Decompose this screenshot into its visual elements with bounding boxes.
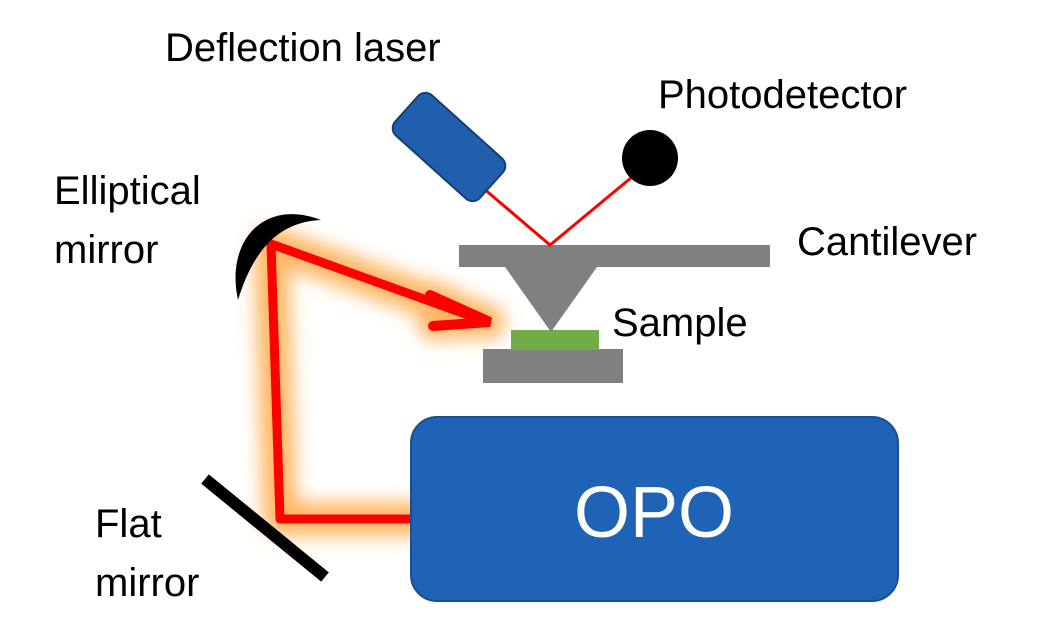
sample-label: Sample <box>612 301 748 345</box>
flat-mirror-label-line2: mirror <box>95 561 199 605</box>
deflection-beam <box>482 165 645 247</box>
ir-beam <box>266 239 493 524</box>
flat-mirror <box>201 474 329 582</box>
photodetector <box>622 130 678 186</box>
cantilever-label: Cantilever <box>797 220 977 264</box>
cantilever-tip <box>505 267 597 332</box>
deflection-laser-label: Deflection laser <box>165 26 441 70</box>
cantilever <box>459 245 770 332</box>
elliptical-mirror <box>235 214 321 300</box>
opo-label: OPO <box>574 473 734 553</box>
elliptical-mirror-label-line2: mirror <box>54 228 158 272</box>
elliptical-mirror-label-line1: Elliptical <box>54 169 201 213</box>
sample <box>511 330 599 350</box>
sample-stage <box>483 349 623 383</box>
ir-beam-arrowhead <box>425 290 493 331</box>
flat-mirror-label-line1: Flat <box>95 502 162 546</box>
deflection-laser <box>391 91 507 203</box>
opo-unit: OPO <box>410 416 899 602</box>
photodetector-label: Photodetector <box>658 73 907 117</box>
